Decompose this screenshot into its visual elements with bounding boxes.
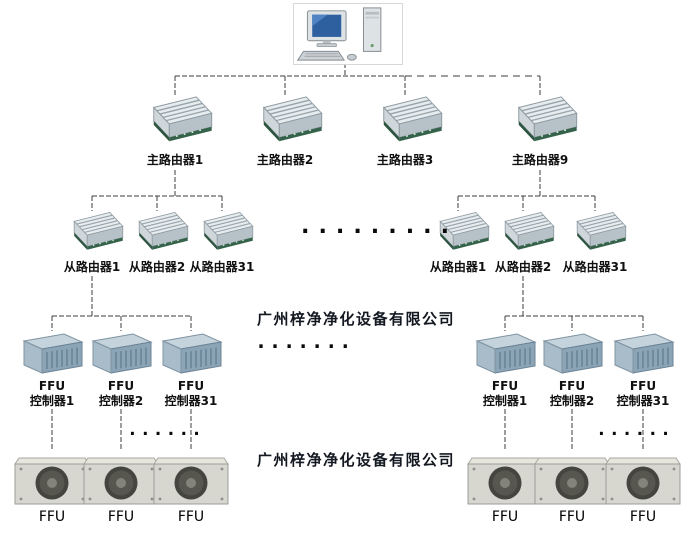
company-watermark-2: 广州梓净净化设备有限公司 — [257, 451, 456, 469]
slave-router-right-2-label: 从路由器2 — [494, 260, 552, 274]
main-router-3: 主路由器3 — [363, 94, 447, 168]
router-icon — [363, 94, 447, 150]
ffu-unit-right-3-label: FFU — [629, 509, 657, 525]
fan-filter-unit-icon — [534, 450, 610, 506]
ffu-controller-left-31: FFU 控制器31 — [157, 330, 225, 409]
slave-router-right-2: 从路由器2 — [489, 210, 557, 275]
slave-router-left-31: 从路由器31 — [188, 210, 256, 275]
router-icon — [188, 210, 256, 257]
ffu-unit-right-2: FFU — [534, 450, 610, 525]
slave-router-left-2: 从路由器2 — [123, 210, 191, 275]
ffu-controller-icon — [609, 330, 677, 376]
router-icon — [133, 94, 217, 150]
host-computer — [293, 3, 403, 65]
slave-router-left-1: 从路由器1 — [58, 210, 126, 275]
router-icon — [561, 210, 629, 257]
slave-router-left-2-label: 从路由器2 — [128, 260, 186, 274]
main-router-1-label: 主路由器1 — [146, 153, 204, 167]
main-router-1: 主路由器1 — [133, 94, 217, 168]
slave-router-right-1-label: 从路由器1 — [429, 260, 487, 274]
fan-filter-unit-icon — [153, 450, 229, 506]
ffu-controller-icon — [157, 330, 225, 376]
ffu-controller-left-1-label-line2: 控制器1 — [29, 394, 75, 408]
ffu-controller-left-2-label-line2: 控制器2 — [98, 394, 144, 408]
ffu-controller-left-31-label-line2: 控制器31 — [164, 394, 218, 408]
ffu-unit-left-1: FFU — [14, 450, 90, 525]
ffu-unit-right-3: FFU — [605, 450, 681, 525]
ffu-unit-right-1-label: FFU — [491, 509, 519, 525]
ffu-controller-icon — [87, 330, 155, 376]
ffu-left-ellipsis: ...... — [127, 419, 205, 440]
ffu-controller-right-2-label-line2: 控制器2 — [549, 394, 595, 408]
ffu-controller-right-31: FFU 控制器31 — [609, 330, 677, 409]
slave-router-ellipsis: ......... — [298, 211, 456, 239]
fan-filter-unit-icon — [605, 450, 681, 506]
router-icon — [243, 94, 327, 150]
ffu-controller-left-1-label-line1: FFU — [38, 379, 66, 393]
desktop-computer-icon — [293, 3, 403, 65]
controller-ellipsis: ....... — [255, 329, 354, 353]
company-watermark-1: 广州梓净净化设备有限公司 — [257, 310, 456, 328]
ffu-controller-icon — [18, 330, 86, 376]
main-router-9: 主路由器9 — [498, 94, 582, 168]
ffu-controller-left-2: FFU 控制器2 — [87, 330, 155, 409]
ffu-unit-left-2-label: FFU — [107, 509, 135, 525]
router-icon — [58, 210, 126, 257]
ffu-controller-right-1-label-line1: FFU — [491, 379, 519, 393]
ffu-controller-icon — [471, 330, 539, 376]
slave-router-left-31-label: 从路由器31 — [189, 260, 255, 274]
ffu-controller-right-2-label-line1: FFU — [558, 379, 586, 393]
ffu-controller-right-31-label-line1: FFU — [629, 379, 657, 393]
ffu-unit-right-2-label: FFU — [558, 509, 586, 525]
slave-router-right-1: 从路由器1 — [424, 210, 492, 275]
slave-router-right-31: 从路由器31 — [561, 210, 629, 275]
fan-filter-unit-icon — [14, 450, 90, 506]
main-router-9-label: 主路由器9 — [511, 153, 569, 167]
slave-router-left-1-label: 从路由器1 — [63, 260, 121, 274]
ffu-controller-left-1: FFU 控制器1 — [18, 330, 86, 409]
router-icon — [123, 210, 191, 257]
main-router-3-label: 主路由器3 — [376, 153, 434, 167]
ffu-unit-left-3: FFU — [153, 450, 229, 525]
ffu-controller-right-1: FFU 控制器1 — [471, 330, 539, 409]
ffu-unit-right-1: FFU — [467, 450, 543, 525]
ffu-unit-left-2: FFU — [83, 450, 159, 525]
ffu-controller-icon — [538, 330, 606, 376]
ffu-controller-left-31-label-line1: FFU — [177, 379, 205, 393]
main-router-2-label: 主路由器2 — [256, 153, 314, 167]
fan-filter-unit-icon — [83, 450, 159, 506]
main-router-2: 主路由器2 — [243, 94, 327, 168]
ffu-controller-left-2-label-line1: FFU — [107, 379, 135, 393]
ffu-controller-right-31-label-line2: 控制器31 — [616, 394, 670, 408]
fan-filter-unit-icon — [467, 450, 543, 506]
ffu-controller-right-2: FFU 控制器2 — [538, 330, 606, 409]
router-icon — [489, 210, 557, 257]
ffu-right-ellipsis: ...... — [596, 419, 674, 440]
ffu-controller-right-1-label-line2: 控制器1 — [482, 394, 528, 408]
ffu-unit-left-3-label: FFU — [177, 509, 205, 525]
ffu-unit-left-1-label: FFU — [38, 509, 66, 525]
slave-router-right-31-label: 从路由器31 — [562, 260, 628, 274]
router-icon — [498, 94, 582, 150]
